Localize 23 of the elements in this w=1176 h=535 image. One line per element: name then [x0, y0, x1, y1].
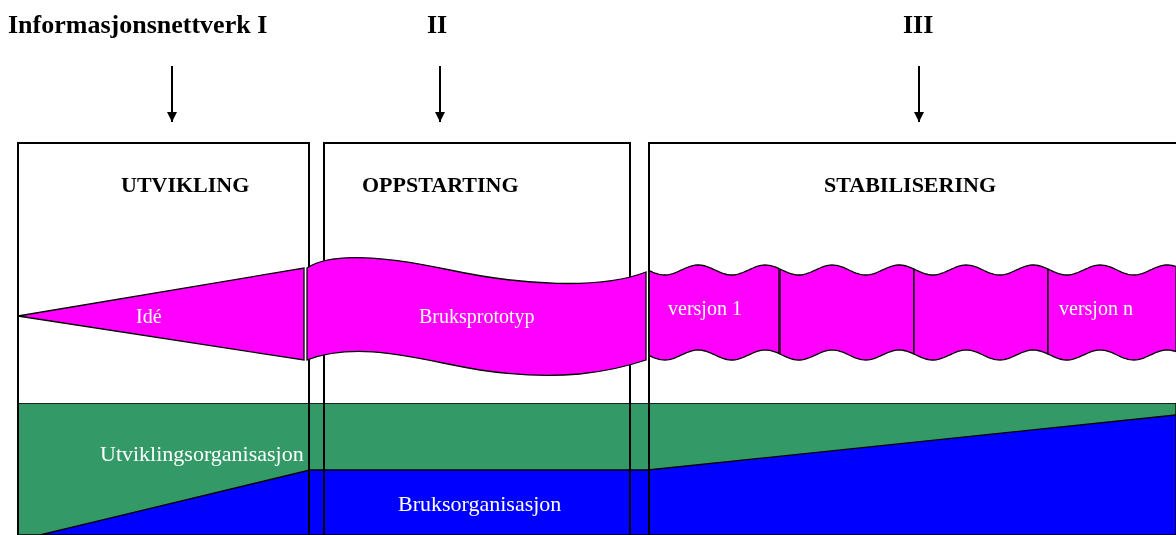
label: Utviklingsorganisasjon — [100, 441, 304, 467]
label: versjon n — [1059, 297, 1133, 320]
heading: STABILISERING — [824, 172, 996, 198]
version-segment — [1048, 264, 1176, 362]
heading: UTVIKLING — [121, 172, 250, 198]
heading: Informasjonsnettverk I — [8, 10, 268, 40]
heading: II — [427, 10, 448, 40]
arrow — [914, 65, 924, 123]
phase-box — [648, 142, 1176, 242]
heading: III — [903, 10, 934, 40]
phase-box — [323, 142, 631, 242]
label: versjon 1 — [668, 297, 742, 320]
label: Bruksprototyp — [419, 305, 535, 328]
version-segment — [780, 264, 915, 362]
wedge-shape — [17, 267, 305, 361]
label: Idé — [136, 305, 162, 328]
phase-box — [17, 142, 310, 242]
label: Bruksorganisasjon — [398, 491, 562, 517]
version-segment — [648, 264, 780, 362]
heading: OPPSTARTING — [362, 172, 519, 198]
version-segment — [914, 264, 1048, 362]
arrow — [435, 65, 445, 123]
arrow — [167, 65, 177, 123]
